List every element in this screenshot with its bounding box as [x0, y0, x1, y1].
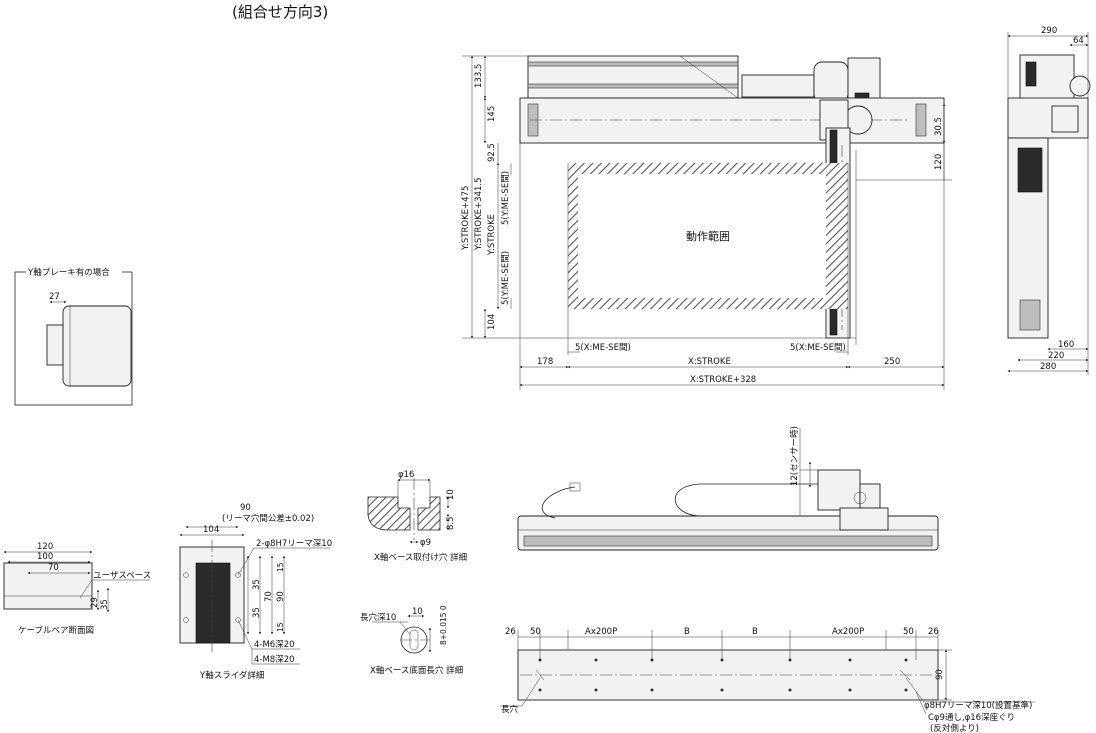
- x-base-hole-detail: φ16 10 φ9 8.5 X軸ベース取付け穴 詳細: [367, 470, 467, 563]
- cable-section-caption: ケーブルベア断面図: [18, 625, 94, 636]
- y-slider-dim-90-top: 90: [240, 503, 251, 513]
- y-slider-tolerance: (リーマ穴間公差±0.02): [222, 513, 314, 524]
- brake-detail-title: Y軸ブレーキ有の場合: [27, 267, 110, 278]
- dim-104: 104: [487, 314, 497, 330]
- cable-section: 120 100 70 ユーザスペース 29 35 ケーブルベア断面図: [3, 542, 151, 636]
- side-dim-280: 280: [1040, 362, 1056, 372]
- y-slider-m8-label: 4-M8深20: [254, 655, 295, 665]
- work-area-label: 動作範囲: [686, 229, 730, 243]
- bottom-opposite-side-label: (反対側より): [930, 723, 979, 733]
- bottom-dim-ax200p-right: Ax200P: [832, 627, 864, 637]
- dim-145: 145: [487, 106, 497, 122]
- side-dim-220: 220: [1048, 351, 1064, 361]
- bottom-dim-26-left: 26: [505, 627, 516, 637]
- side-view: 290 64 160 220 280: [1007, 26, 1091, 375]
- y-slider-dim-15-bottom: 15: [276, 622, 285, 632]
- dim-y-stroke-475: Y:STROKE+475: [461, 186, 471, 251]
- x-base-slot-dim-10: 10: [412, 607, 423, 617]
- bottom-dim-ax200p-left: Ax200P: [585, 627, 617, 637]
- x-base-hole-dim-10: 10: [446, 489, 456, 500]
- dim-30-5: 30.5: [934, 117, 944, 136]
- x-base-hole-dim-phi9: φ9: [420, 538, 431, 548]
- side-dim-160: 160: [1058, 340, 1074, 350]
- side-dim-290: 290: [1041, 26, 1057, 36]
- dim-92-5: 92.5: [487, 143, 497, 162]
- dim-x-me-se-right: 5(X:ME-SE間): [790, 343, 846, 353]
- cable-dim-70: 70: [48, 563, 59, 573]
- dim-120-right: 120: [934, 154, 944, 170]
- y-slider-dim-35-bottom: 35: [252, 607, 262, 618]
- dim-y-me-se-top: 5(Y:ME-SE間): [501, 171, 511, 225]
- x-base-hole-dim-8-5: 8.5: [446, 516, 456, 530]
- x-base-slot-caption: X軸ベース底面長穴 詳細: [370, 665, 463, 676]
- y-slider-dim-70: 70: [264, 591, 274, 602]
- front-sensor-dim: 12(センサー時): [790, 426, 800, 486]
- cable-user-space-label: ユーザスペース: [93, 571, 151, 581]
- x-base-slot-label: 長穴深10: [360, 612, 396, 623]
- cable-dim-29: 29: [90, 597, 100, 608]
- x-base-hole-caption: X軸ベース取付け穴 詳細: [374, 552, 467, 563]
- bottom-slot-label: 長穴: [501, 704, 519, 715]
- drawing-title: (組合せ方向3): [232, 3, 328, 21]
- front-view: 12(センサー時): [517, 426, 939, 551]
- x-base-slot-detail: 10 8+0.015 0 長穴深10 X軸ベース底面長穴 詳細: [360, 605, 463, 676]
- bottom-dim-50-right: 50: [903, 627, 914, 637]
- cable-dim-35: 35: [100, 599, 110, 610]
- y-slider-dim-104: 104: [203, 525, 219, 535]
- y-slider-dim-35-top: 35: [252, 579, 262, 590]
- y-slider-reamer-label: 2-φ8H7リーマ深10: [256, 539, 332, 549]
- dim-x-me-se-left: 5(X:ME-SE間): [575, 343, 631, 353]
- bottom-reamer-label: φ8H7リーマ深10(設置基準): [924, 700, 1032, 711]
- brake-dim-27: 27: [49, 292, 60, 302]
- bottom-dim-b-right: B: [752, 627, 758, 637]
- x-base-slot-dim-8: 8+0.015 0: [439, 605, 448, 645]
- bottom-dim-b-left: B: [684, 627, 690, 637]
- bottom-view: 26 50 Ax200P B B Ax200P 50 26 90 長穴 φ8H7…: [500, 627, 1035, 733]
- cable-dim-120: 120: [37, 542, 53, 552]
- brake-detail: Y軸ブレーキ有の場合 27: [14, 266, 133, 406]
- y-slider-dim-90-side: 90: [276, 591, 286, 602]
- dim-x-stroke: X:STROKE: [688, 357, 731, 367]
- bottom-counterbore-label: Cφ9通し,φ16深座ぐり: [928, 712, 1015, 723]
- side-dim-64: 64: [1073, 36, 1084, 46]
- dim-y-me-se-bottom: 5(Y:ME-SE間): [501, 251, 511, 305]
- dim-y-stroke: Y:STROKE: [487, 214, 497, 256]
- y-slider-m6-label: 4-M6深20: [254, 640, 295, 650]
- x-base-hole-dim-phi16: φ16: [398, 470, 414, 480]
- y-slider-detail: 90 (リーマ穴間公差±0.02) 104 2-φ8H7リーマ深10 15 35…: [179, 503, 332, 681]
- y-slider-caption: Y軸スライダ詳細: [199, 670, 264, 681]
- bottom-dim-90: 90: [935, 669, 945, 680]
- bottom-dim-26-right: 26: [928, 627, 939, 637]
- dim-133-5: 133.5: [474, 64, 484, 88]
- main-top-view: 動作範囲 Y:STROKE+475 Y:STROKE+341.5 Y:STROK…: [461, 55, 952, 390]
- dim-250: 250: [884, 357, 900, 367]
- cable-dim-100: 100: [37, 552, 53, 562]
- dim-178: 178: [537, 357, 553, 367]
- dim-y-stroke-341: Y:STROKE+341.5: [474, 177, 484, 251]
- dim-x-stroke-328: X:STROKE+328: [690, 375, 756, 385]
- y-slider-dim-15-top: 15: [276, 562, 285, 572]
- bottom-dim-50-left: 50: [530, 627, 541, 637]
